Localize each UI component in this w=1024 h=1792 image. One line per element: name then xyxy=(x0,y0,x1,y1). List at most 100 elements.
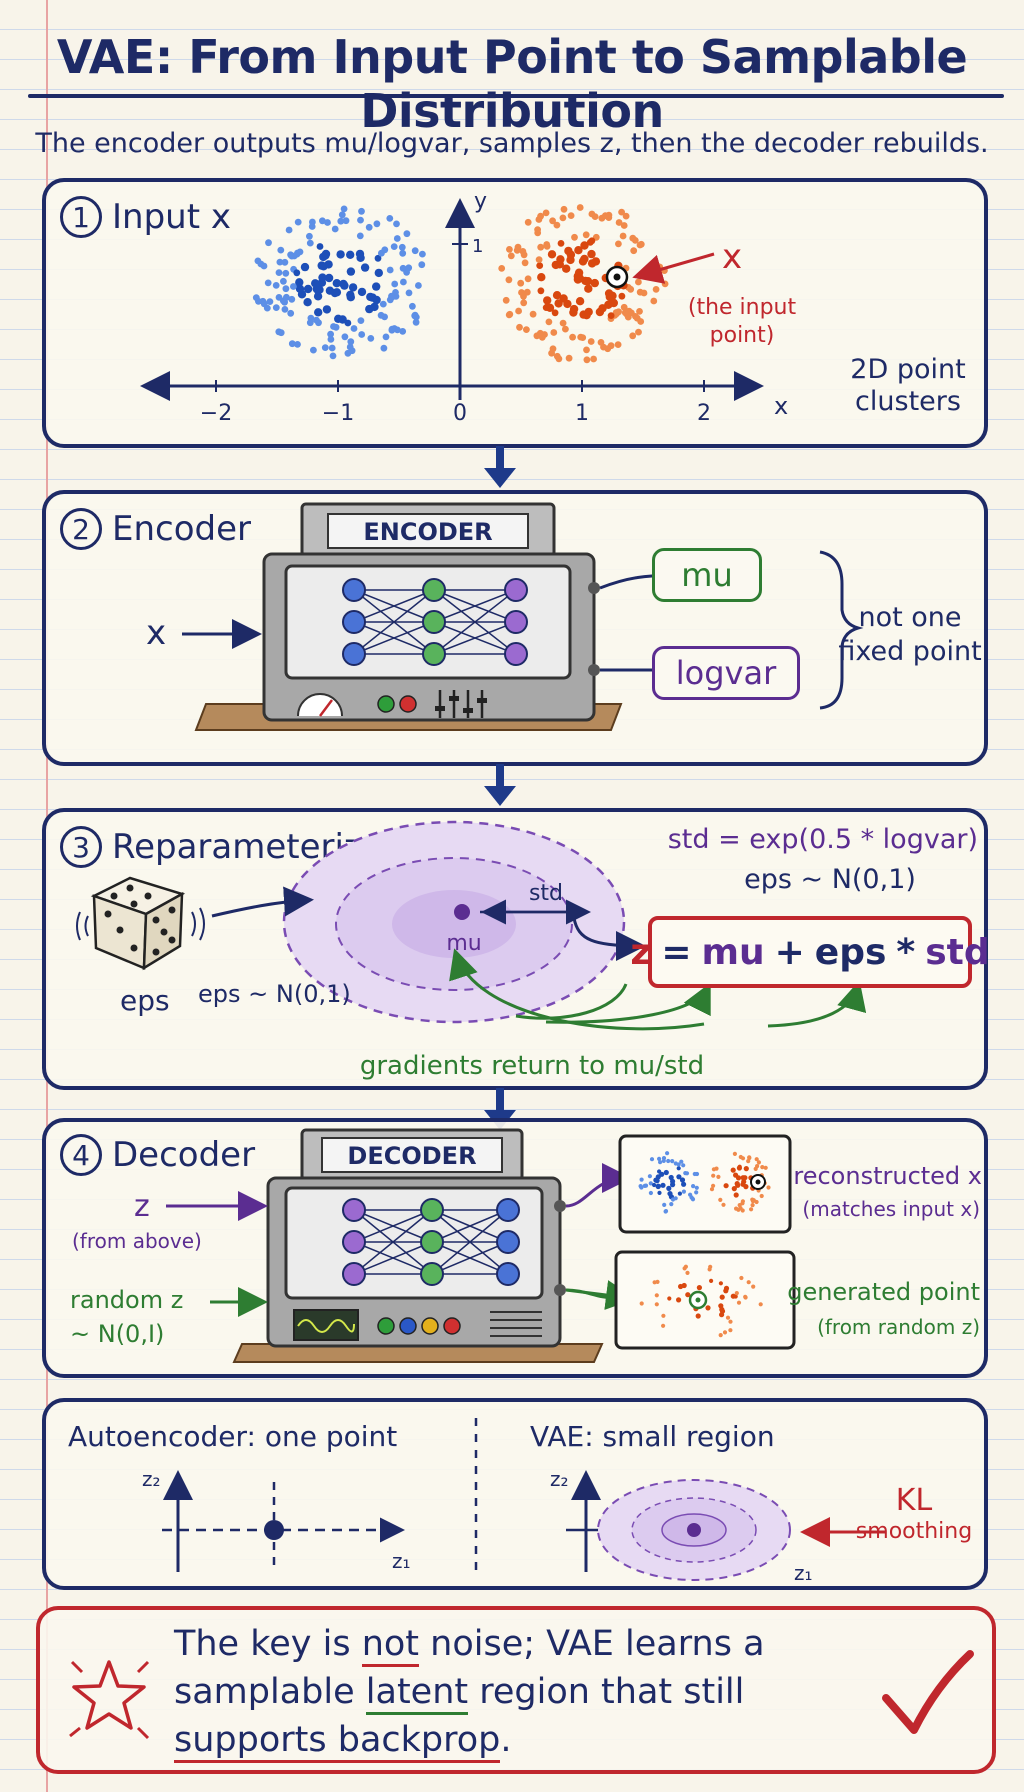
scatter-point xyxy=(521,259,529,267)
scatter-point xyxy=(582,231,590,239)
scatter-point xyxy=(373,220,381,228)
scatter-point xyxy=(746,1280,751,1285)
scatter-point xyxy=(735,1175,742,1181)
scatter-point xyxy=(676,1297,682,1303)
scatter-point xyxy=(329,352,337,360)
scatter-point xyxy=(738,1154,743,1160)
scatter-point xyxy=(275,294,283,301)
key-emphasis-not: not xyxy=(361,1624,420,1667)
scatter-point xyxy=(652,1280,657,1285)
side-note: 2D point xyxy=(850,354,965,385)
scatter-point xyxy=(399,328,407,335)
scatter-point xyxy=(590,278,599,288)
neuron-node xyxy=(342,1262,366,1286)
scatter-point xyxy=(348,283,358,292)
x-tick-label: −2 xyxy=(200,401,232,426)
scatter-point xyxy=(722,1330,728,1335)
scatter-point xyxy=(377,311,385,319)
scatter-point xyxy=(575,297,585,306)
axis-z1-label: z₁ xyxy=(392,1549,411,1573)
scatter-point xyxy=(386,215,394,222)
neuron-node xyxy=(496,1262,520,1286)
scatter-point xyxy=(718,1281,724,1286)
x-tick-label: −1 xyxy=(322,401,354,426)
scatter-point xyxy=(730,1293,736,1299)
scatter-point xyxy=(386,266,394,274)
scatter-point xyxy=(400,278,407,286)
scatter-point xyxy=(303,298,312,307)
scatter-point xyxy=(281,258,289,266)
scatter-point xyxy=(399,249,407,257)
scatter-point xyxy=(282,269,290,277)
checkmark-icon xyxy=(882,1650,974,1734)
scatter-point xyxy=(264,279,272,287)
key-text: samplable xyxy=(174,1672,366,1712)
scatter-point xyxy=(743,1166,749,1172)
scatter-point xyxy=(696,1285,703,1291)
scatter-point xyxy=(254,257,262,265)
scatter-point xyxy=(655,1183,661,1190)
scatter-point xyxy=(670,1159,675,1164)
key-text: . xyxy=(500,1720,512,1760)
scatter-point xyxy=(583,277,593,286)
scatter-point xyxy=(275,269,283,276)
scatter-point xyxy=(595,307,605,317)
scatter-point xyxy=(654,1302,659,1307)
kl-label: KL xyxy=(896,1483,933,1518)
title-underline xyxy=(28,94,1004,98)
scatter-point xyxy=(336,250,345,259)
reconstructed-note: (matches input x) xyxy=(802,1197,980,1221)
key-takeaway-panel: The key is not noise; VAE learns a sampl… xyxy=(36,1606,996,1774)
scatter-point xyxy=(627,285,635,293)
scatter-point xyxy=(365,304,374,314)
scatter-point xyxy=(750,1199,756,1204)
scatter-point xyxy=(391,280,399,288)
y-tick-label: 1 xyxy=(472,236,483,257)
brace-icon xyxy=(819,550,864,710)
scatter-point xyxy=(725,1315,731,1320)
scatter-point xyxy=(288,340,296,348)
scatter-point xyxy=(714,1166,719,1171)
scatter-point xyxy=(669,1202,674,1207)
scatter-point xyxy=(718,1197,723,1202)
scatter-point xyxy=(314,308,323,317)
scatter-point xyxy=(691,1184,696,1189)
scatter-point xyxy=(517,279,525,287)
scatter-point xyxy=(583,346,590,354)
scatter-point xyxy=(310,346,317,354)
scatter-point xyxy=(650,297,658,305)
random-z-label: random z xyxy=(70,1286,183,1314)
scatter-point xyxy=(658,1160,663,1165)
scatter-point xyxy=(614,341,622,348)
scatter-point xyxy=(676,1162,681,1167)
scatter-point xyxy=(412,318,420,326)
neural-net-icon xyxy=(342,1198,520,1286)
scatter-point xyxy=(321,249,331,259)
scatter-point xyxy=(583,356,591,364)
gradient-arrow xyxy=(545,982,711,1024)
scatter-point xyxy=(636,308,643,315)
scatter-point xyxy=(403,230,411,238)
scatter-point xyxy=(340,205,348,213)
scatter-point xyxy=(313,285,323,295)
axis-z1-label: z₁ xyxy=(794,1561,813,1585)
scatter-point xyxy=(552,291,562,300)
mu-term: mu xyxy=(701,931,765,973)
flow-arrow-down xyxy=(484,764,516,806)
neuron-node xyxy=(504,610,528,634)
scatter-point xyxy=(331,225,339,233)
scatter-point xyxy=(590,355,597,363)
scatter-point xyxy=(661,280,669,288)
scatter-point xyxy=(523,288,531,296)
scatter-point xyxy=(661,1156,667,1161)
key-line-2: samplable latent region that still xyxy=(174,1672,744,1715)
scatter-point xyxy=(676,1166,681,1171)
scatter-point xyxy=(306,232,313,240)
scatter-point xyxy=(537,243,545,251)
scatter-point xyxy=(587,338,595,345)
scatter-point xyxy=(587,259,597,268)
scatter-point xyxy=(287,309,295,317)
scatter-point xyxy=(604,300,613,309)
scatter-point xyxy=(551,309,559,317)
scatter-point xyxy=(662,1202,667,1207)
